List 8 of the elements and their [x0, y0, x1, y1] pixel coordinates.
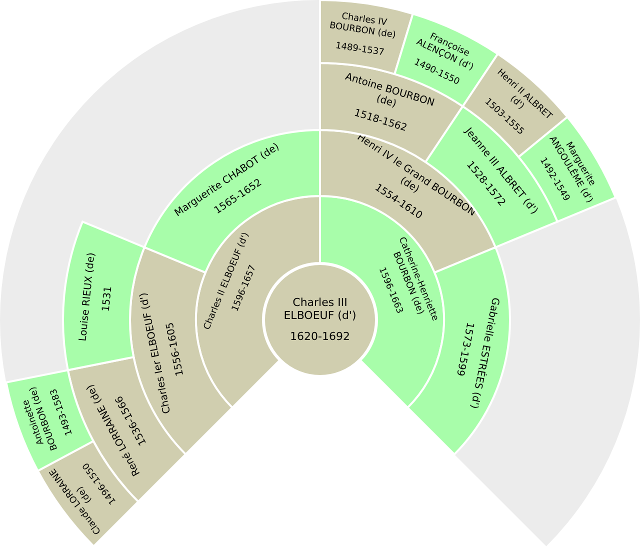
person-name: Louise RIEUX (de)	[76, 251, 98, 344]
person-name: Charles III ELBOEUF (d')	[282, 296, 358, 323]
person-circle	[263, 263, 377, 377]
life-dates: 1489-1537	[334, 39, 386, 60]
person-name: Charles IV BOURBON (de)	[328, 10, 398, 42]
life-dates: 1620-1692	[289, 330, 351, 344]
life-dates: 1573-1599	[452, 320, 476, 377]
life-dates: 1531	[99, 284, 115, 314]
